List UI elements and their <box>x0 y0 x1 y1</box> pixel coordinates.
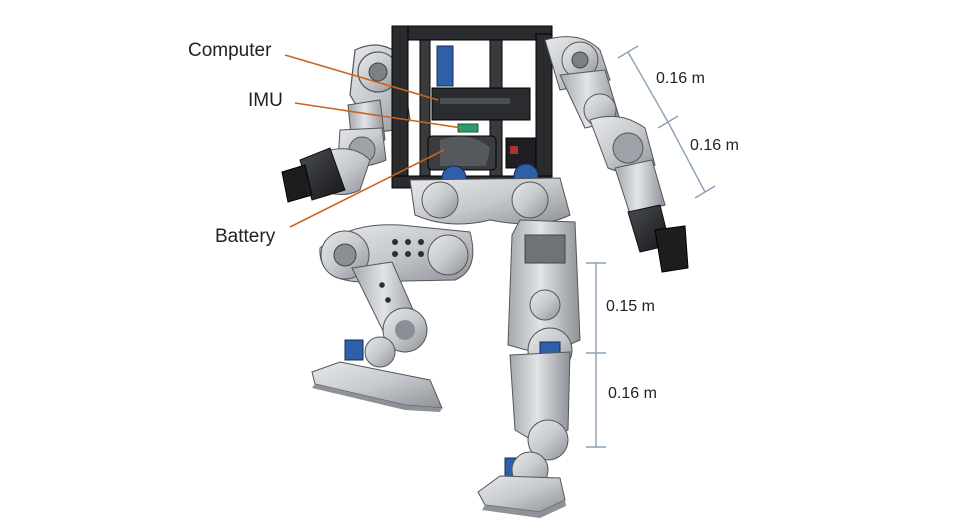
computer-label: Computer <box>188 40 272 61</box>
thigh-dimension-line <box>586 262 606 354</box>
shin-dimension-line <box>586 353 606 448</box>
battery-label: Battery <box>215 226 276 247</box>
pelvis <box>409 177 571 225</box>
imu-leader-line <box>294 102 463 129</box>
upper-arm-length-label: 0.16 m <box>656 70 705 87</box>
left-leg <box>311 224 474 412</box>
left-arm <box>281 44 411 203</box>
right-leg <box>477 219 581 518</box>
right-arm <box>544 36 689 273</box>
shin-length-label: 0.16 m <box>608 385 657 402</box>
computer-leader-line <box>284 54 439 101</box>
upper-arm-dimension-line <box>617 45 669 123</box>
forearm-dimension-line <box>657 115 716 199</box>
imu-label: IMU <box>248 90 283 111</box>
battery-leader-line <box>289 149 445 228</box>
torso-frame <box>391 25 553 191</box>
forearm-length-label: 0.16 m <box>690 137 739 154</box>
thigh-length-label: 0.15 m <box>606 298 655 315</box>
